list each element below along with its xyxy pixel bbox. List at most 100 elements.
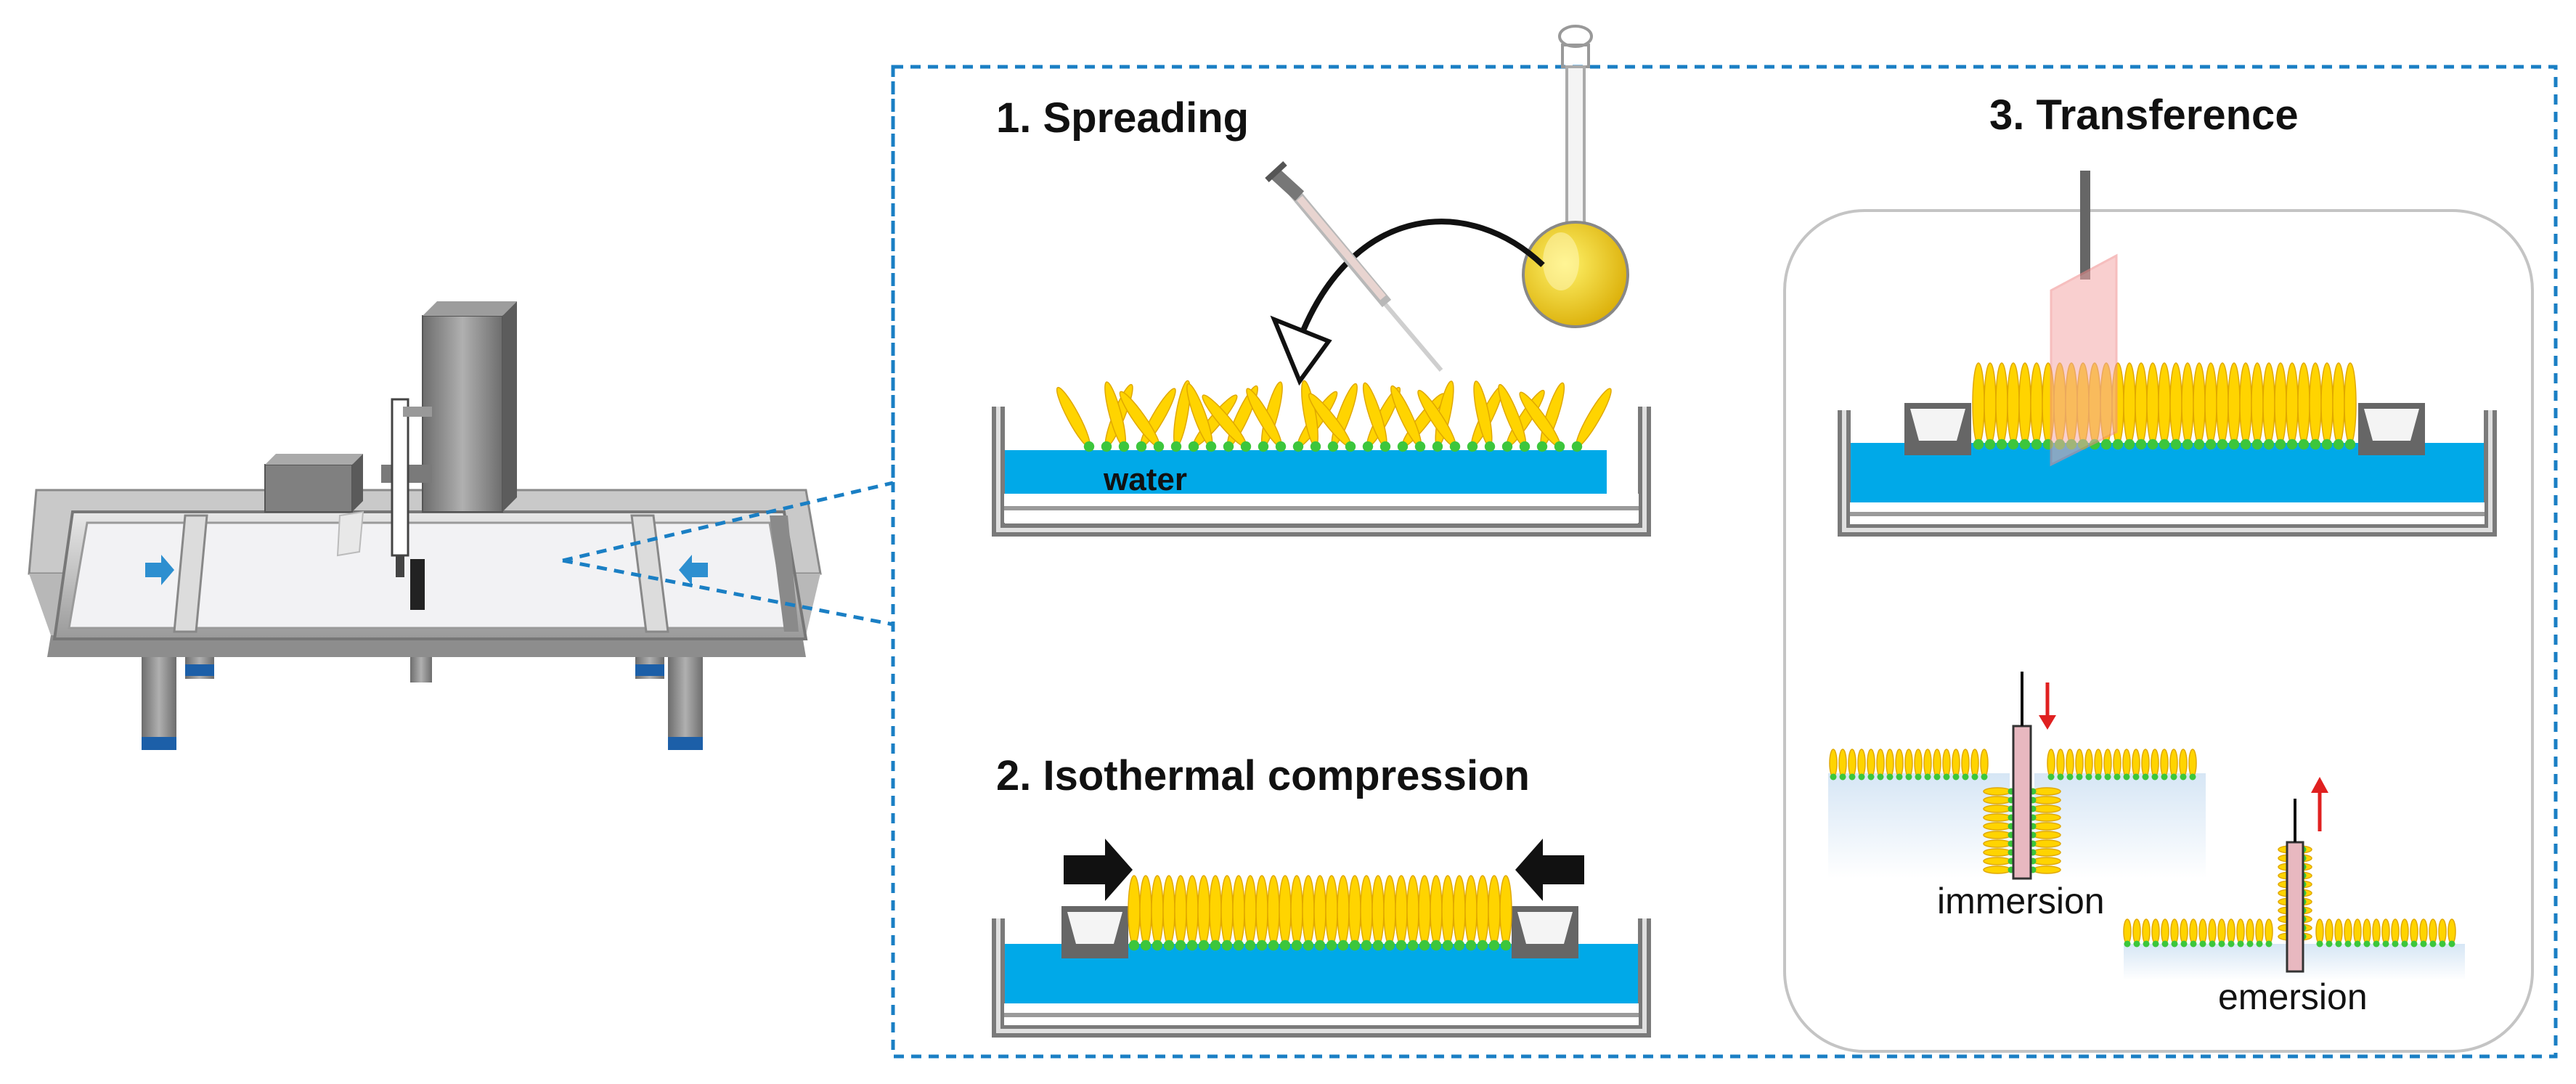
lipid-molecule xyxy=(2029,822,2061,831)
lipid-molecule xyxy=(1202,394,1252,452)
lipid-molecule xyxy=(2227,918,2235,948)
lipid-molecule xyxy=(2029,796,2061,804)
lipid-molecule xyxy=(2151,749,2159,781)
lipid-molecule xyxy=(2066,749,2074,781)
lipid-molecule xyxy=(2170,918,2179,948)
lipid-molecule xyxy=(2029,787,2061,796)
lipid-molecule xyxy=(1104,381,1130,452)
lipid-molecule xyxy=(1056,386,1095,452)
compression-title: 2. Isothermal compression xyxy=(996,752,1530,799)
lipid-molecule xyxy=(1829,749,1838,781)
lipid-molecule xyxy=(1418,875,1431,951)
lipid-molecule xyxy=(2334,918,2343,948)
lipid-molecule xyxy=(2135,362,2148,450)
zoom-lines xyxy=(562,67,895,627)
lipid-molecule xyxy=(2265,918,2273,948)
lipid-molecule xyxy=(2438,918,2447,948)
immersion-label: immersion xyxy=(1937,881,2105,921)
barrier-icon xyxy=(2358,403,2425,455)
lipid-molecule xyxy=(2029,831,2061,839)
lipid-molecule xyxy=(2216,362,2229,450)
lipid-molecule xyxy=(1972,362,1985,450)
lipid-molecule xyxy=(1119,391,1165,452)
lipid-molecule xyxy=(2029,848,2061,857)
lipid-molecule xyxy=(1186,875,1199,951)
lipid-molecule xyxy=(1417,389,1461,452)
lipid-molecule xyxy=(1162,875,1175,951)
lipid-molecule xyxy=(1186,383,1217,452)
transference-title: 3. Transference xyxy=(1989,91,2299,139)
lipid-molecule xyxy=(2169,362,2182,450)
substrate-icon xyxy=(2012,725,2032,880)
barrier-icon xyxy=(1904,403,1971,455)
substrate-icon xyxy=(2286,841,2304,973)
lipid-molecule xyxy=(1292,391,1338,452)
lipid-molecule xyxy=(1848,749,1856,781)
lipid-molecule xyxy=(2255,918,2264,948)
lipid-molecule xyxy=(1867,749,1875,781)
lipid-molecule xyxy=(1498,383,1530,452)
lipid-molecule xyxy=(1430,875,1443,951)
lipid-molecule xyxy=(2103,749,2112,781)
lipid-molecule xyxy=(1983,839,2015,848)
lipid-molecule xyxy=(2217,918,2226,948)
lipid-molecule xyxy=(1209,875,1222,951)
lipid-molecule xyxy=(2029,857,2061,865)
lipid-molecule xyxy=(2180,918,2188,948)
lipid-molecule xyxy=(1128,875,1141,951)
water-label: water xyxy=(1103,462,1187,497)
lipid-molecule xyxy=(2084,749,2093,781)
lipid-molecule xyxy=(1390,385,1426,452)
lipid-molecule xyxy=(1980,749,1989,781)
lipid-molecule xyxy=(2132,918,2141,948)
lipid-molecule xyxy=(1174,875,1187,951)
lipid-molecule xyxy=(1876,749,1885,781)
lipid-molecule xyxy=(1571,388,1612,452)
spreading-title: 1. Spreading xyxy=(996,94,1249,142)
syringe-icon xyxy=(1265,161,1443,372)
lipid-molecule xyxy=(1197,875,1210,951)
lipid-molecule xyxy=(2286,362,2299,450)
lipid-molecule xyxy=(2075,749,2084,781)
substrate-icon xyxy=(410,559,425,610)
lipid-molecule xyxy=(2239,362,2252,450)
transference-step: 3. Transference imme xyxy=(1783,91,2534,1053)
lipid-molecule xyxy=(1519,391,1565,452)
lipid-molecule xyxy=(2274,362,2287,450)
lipid-molecule xyxy=(2353,918,2362,948)
lipid-molecule xyxy=(1838,749,1847,781)
emersion-label: emersion xyxy=(2218,977,2368,1017)
lipid-molecule xyxy=(1952,749,1960,781)
lipid-molecule xyxy=(2047,749,2055,781)
lipid-molecule xyxy=(2320,362,2334,450)
lipid-molecule xyxy=(1961,749,1970,781)
lipid-molecule xyxy=(1255,875,1268,951)
detail-panel xyxy=(891,65,2558,1059)
transference-box xyxy=(1783,209,2534,1053)
lipid-molecule xyxy=(1983,804,2015,813)
barrier-icon xyxy=(630,514,669,633)
lipid-molecule xyxy=(1983,822,2015,831)
lipid-molecule xyxy=(1244,875,1257,951)
lipid-molecule xyxy=(1923,749,1932,781)
compress-arrow-icon xyxy=(679,555,708,585)
down-arrow-icon xyxy=(2039,715,2056,730)
lipid-molecule xyxy=(1290,875,1303,951)
compress-arrow-icon xyxy=(145,555,174,585)
lipid-molecule xyxy=(1313,875,1326,951)
compress-arrow-icon xyxy=(1515,839,1584,901)
lipid-molecule xyxy=(1983,796,2015,804)
lipid-molecule xyxy=(2122,749,2131,781)
lipid-molecule xyxy=(1914,749,1923,781)
lipid-molecule xyxy=(2007,362,2020,450)
lipid-molecule xyxy=(1984,362,1997,450)
lipid-molecule xyxy=(1302,875,1315,951)
dipper-arm xyxy=(391,398,409,557)
lipid-molecule xyxy=(1476,875,1489,951)
lipid-molecule xyxy=(1942,749,1951,781)
lipid-molecule xyxy=(1279,875,1292,951)
emersion-diagram: emersion xyxy=(2123,777,2465,1017)
lipid-molecule xyxy=(2193,362,2206,450)
lipid-molecule xyxy=(2332,362,2345,450)
lipid-molecule xyxy=(2236,918,2245,948)
